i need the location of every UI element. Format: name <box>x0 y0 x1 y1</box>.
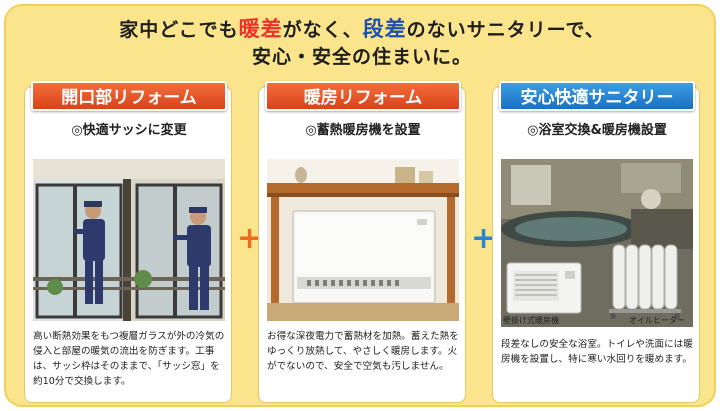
heater-photo <box>267 159 459 321</box>
bathroom-photo: 壁掛け式暖房機 オイルヒーター <box>501 159 693 327</box>
headline-text: 家中どこでも <box>119 19 239 41</box>
card-description: 高い断熱効果をもつ複層ガラスが外の冷気の侵入と部屋の暖気の流出を防ぎます。工事は… <box>33 331 225 387</box>
bathroom-heater-illustration <box>501 159 693 327</box>
card-opening-reform: 開口部リフォーム ◎快適サッシに変更 <box>24 81 232 403</box>
card-description: 段差なしの安全な浴室。トイレや洗面には暖房機を設置し、特に寒い水回りを暖めます。 <box>501 339 693 365</box>
headline-text: がなく、 <box>282 19 363 41</box>
card-heating-reform: 暖房リフォーム ◎蓄熱暖房機を設置 <box>258 81 466 403</box>
wall-heater-label: 壁掛け式暖房機 <box>503 316 559 325</box>
headline-highlight-blue: 段差 <box>362 17 407 41</box>
headline-text: のないサニタリーで、 <box>406 19 605 41</box>
storage-heater-illustration <box>267 159 459 321</box>
card-subtitle: ◎浴室交換&暖房機設置 <box>527 123 667 138</box>
headline-highlight-red: 暖差 <box>238 17 283 41</box>
window-workers-illustration <box>33 159 225 321</box>
card-sanitary: 安心快適サニタリー ◎浴室交換&暖房機設置 <box>492 81 700 403</box>
plus-sign: + <box>471 221 497 256</box>
headline: 家中どこでも暖差がなく、段差のないサニタリーで、 安心・安全の住まいに。 <box>6 16 718 71</box>
card-subtitle: ◎快適サッシに変更 <box>71 123 187 138</box>
card-title: 暖房リフォーム <box>265 81 461 111</box>
card-description: お得な深夜電力で蓄熱材を加熱。蓄えた熱をゆっくり放熱して、やさしく暖房します。火… <box>267 331 459 372</box>
headline-line-2: 安心・安全の住まいに。 <box>251 46 472 68</box>
window-photo <box>33 159 225 321</box>
plus-sign: + <box>237 221 263 256</box>
card-title: 開口部リフォーム <box>31 81 227 111</box>
card-title: 安心快適サニタリー <box>499 81 695 111</box>
flyer-panel: 家中どこでも暖差がなく、段差のないサニタリーで、 安心・安全の住まいに。 開口部… <box>4 4 716 407</box>
oil-heater-label: オイルヒーター <box>629 316 685 325</box>
card-subtitle: ◎蓄熱暖房機を設置 <box>305 123 421 138</box>
headline-line-1: 家中どこでも暖差がなく、段差のないサニタリーで、 <box>6 16 718 44</box>
